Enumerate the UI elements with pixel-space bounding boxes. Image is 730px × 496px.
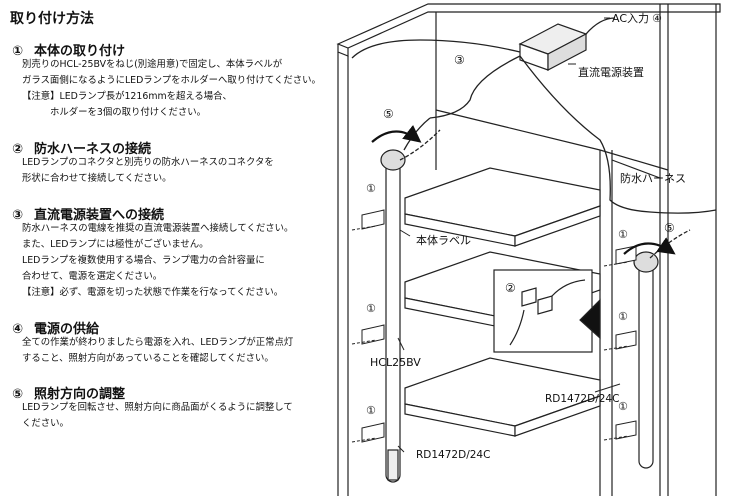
step-1-line-3: 【注意】LEDランプ長が1216mmを超える場合、 — [22, 91, 232, 102]
lamp-model-label-right: RD1472D/24C — [545, 393, 619, 405]
step-4-line-1: 全ての作業が終わりましたら電源を入れ、LEDランプが正常点灯 — [22, 337, 294, 348]
step-2-number: ② — [12, 142, 24, 157]
led-lamp-left — [380, 149, 406, 483]
marker-3: ③ — [454, 53, 465, 67]
step-1-line-2: ガラス面側になるようにLEDランプをホルダーへ取り付けてください。 — [22, 75, 321, 86]
step-1-line-4: ホルダーを3個の取り付けください。 — [50, 107, 206, 118]
step-5-title: 照射方向の調整 — [34, 387, 126, 402]
step-3-number: ③ — [12, 208, 24, 223]
marker-2: ② — [505, 281, 516, 295]
power-supply — [518, 23, 588, 71]
step-5-number: ⑤ — [12, 387, 24, 402]
step-3-heading: ③ 直流電源装置への接続 — [12, 204, 164, 223]
leader-lines — [397, 17, 621, 453]
step-1-title: 本体の取り付け — [34, 44, 126, 59]
step-2-title: 防水ハーネスの接続 — [34, 142, 152, 157]
page-title: 取り付け方法 — [10, 11, 94, 27]
ac-input-label: AC入力 — [612, 12, 649, 25]
step-2-heading: ② 防水ハーネスの接続 — [12, 138, 151, 157]
marker-1-d: ① — [618, 228, 628, 241]
led-lamp-right — [633, 251, 659, 469]
marker-5-right: ⑤ — [664, 221, 675, 235]
marker-1-f: ① — [618, 400, 628, 413]
holder-model-label: HCL25BV — [370, 356, 421, 369]
step-4-title: 電源の供給 — [34, 322, 100, 337]
step-3-line-3: LEDランプを複数使用する場合、ランプ電力の合計容量に — [22, 255, 265, 266]
holders-right — [603, 245, 637, 441]
connector-detail-callout — [493, 269, 601, 353]
body-label-callout: 本体ラベル — [416, 233, 471, 247]
step-3-line-4: 合わせて、電源を選定ください。 — [22, 271, 163, 282]
step-2-line-1: LEDランプのコネクタと別売りの防水ハーネスのコネクタを — [22, 157, 274, 168]
step-2-line-2: 形状に合わせて接続してください。 — [22, 173, 172, 184]
marker-1-e: ① — [618, 310, 628, 323]
power-supply-label: 直流電源装置 — [578, 65, 644, 79]
step-1-number: ① — [12, 44, 24, 59]
step-4-line-2: すること、照射方向があっていることを確認してください。 — [22, 353, 274, 364]
step-3-line-2: また、LEDランプには極性がございません。 — [22, 239, 209, 250]
holders-left — [351, 209, 385, 443]
step-3-title: 直流電源装置への接続 — [34, 208, 165, 223]
step-4-heading: ④ 電源の供給 — [12, 318, 99, 337]
step-3-line-5: 【注意】必ず、電源を切った状態で作業を行なってください。 — [22, 287, 284, 298]
marker-1-b: ① — [366, 302, 376, 315]
marker-1-a: ① — [366, 182, 376, 195]
rotation-arrow-right — [623, 237, 676, 255]
rotation-arrow-left — [371, 124, 422, 143]
step-5-line-2: ください。 — [22, 418, 69, 429]
step-3-line-1: 防水ハーネスの電線を推奨の直流電源装置へ接続してください。 — [22, 223, 294, 234]
marker-1-c: ① — [366, 404, 376, 417]
step-5-line-1: LEDランプを回転させ、照射方向に商品面がくるように調整して — [22, 402, 293, 413]
step-1-heading: ① 本体の取り付け — [12, 40, 125, 59]
harness-label: 防水ハーネス — [620, 171, 686, 185]
shelves — [404, 167, 601, 437]
step-5-heading: ⑤ 照射方向の調整 — [12, 383, 125, 402]
ac-input-marker: ④ — [652, 12, 662, 25]
marker-5-left: ⑤ — [383, 107, 394, 121]
step-1-line-1: 別売りのHCL-25BVをねじ(別途用意)で固定し、本体ラベルが — [22, 59, 283, 70]
lamp-model-label-left: RD1472D/24C — [416, 449, 490, 461]
step-4-number: ④ — [12, 322, 24, 337]
